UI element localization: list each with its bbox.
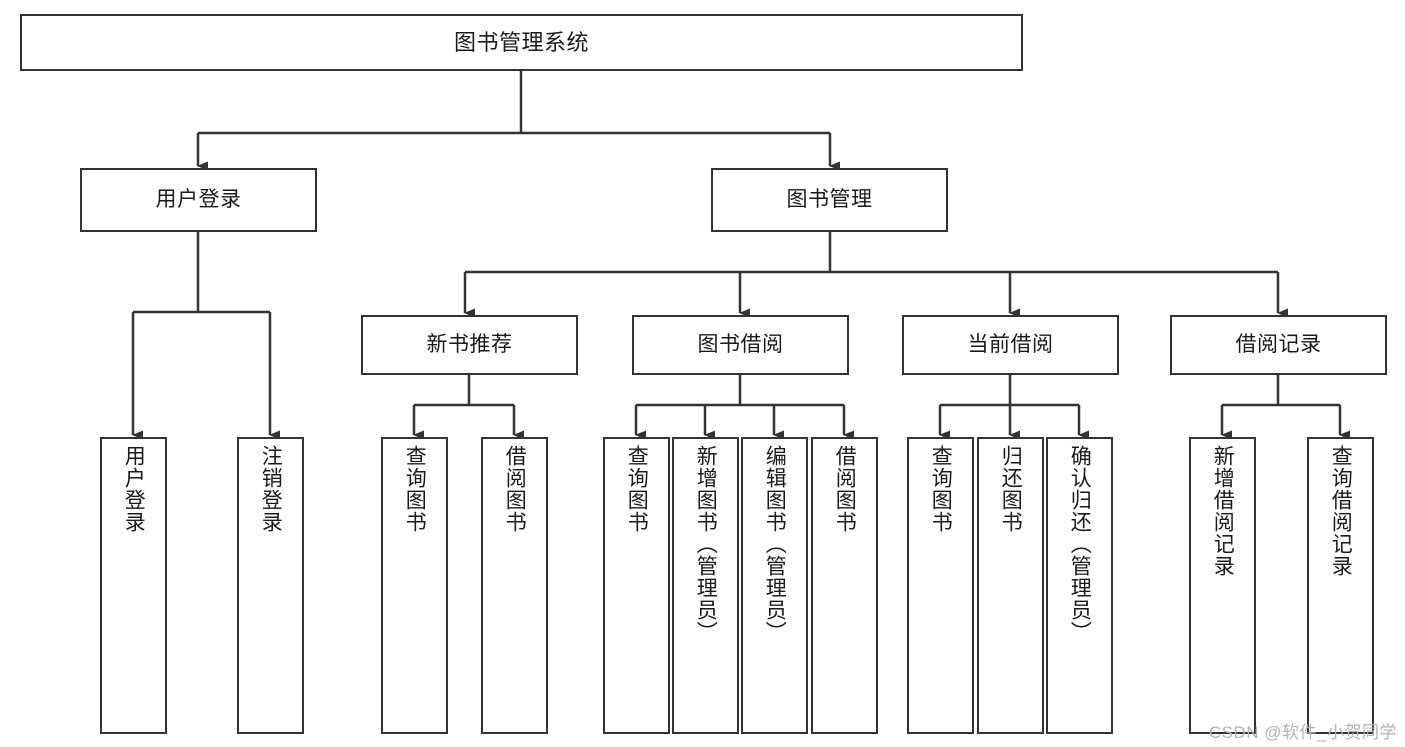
node-label: 查询图书 (929, 445, 953, 533)
node-label: 查询借阅记录 (1329, 445, 1353, 577)
node-leaf-user-login[interactable]: 用户登录 (100, 437, 167, 734)
node-label: 归还图书 (999, 445, 1023, 533)
node-book-borrow[interactable]: 图书借阅 (632, 315, 849, 375)
node-leaf-return-book[interactable]: 归还图书 (977, 437, 1044, 734)
node-leaf-query-record[interactable]: 查询借阅记录 (1307, 437, 1374, 734)
node-leaf-confirm-return[interactable]: 确认归还（管理员） (1046, 437, 1113, 734)
watermark: CSDN @软件_小贺同学 (1208, 723, 1397, 742)
node-leaf-query-book-cur[interactable]: 查询图书 (907, 437, 974, 734)
node-new-book-rec[interactable]: 新书推荐 (361, 315, 578, 375)
node-label: 图书管理 (786, 187, 873, 211)
node-current-borrow[interactable]: 当前借阅 (902, 315, 1119, 375)
node-label: 用户登录 (155, 187, 242, 211)
node-leaf-query-book-borrow[interactable]: 查询图书 (603, 437, 670, 734)
node-label: 借阅图书 (833, 445, 857, 533)
node-leaf-add-book[interactable]: 新增图书（管理员） (672, 437, 739, 734)
node-label: 新增图书（管理员） (694, 445, 718, 643)
node-leaf-query-book-rec[interactable]: 查询图书 (381, 437, 448, 734)
node-book-manage[interactable]: 图书管理 (711, 168, 948, 232)
node-user-login[interactable]: 用户登录 (80, 168, 317, 232)
node-label: 用户登录 (122, 445, 146, 533)
node-root-system[interactable]: 图书管理系统 (20, 14, 1023, 71)
node-label: 查询图书 (403, 445, 427, 533)
node-label: 图书借阅 (697, 332, 784, 356)
node-label: 图书管理系统 (453, 29, 589, 55)
node-label: 查询图书 (625, 445, 649, 533)
node-label: 新书推荐 (426, 332, 513, 356)
node-leaf-borrow-book-rec[interactable]: 借阅图书 (481, 437, 548, 734)
node-label: 注销登录 (259, 445, 283, 533)
node-leaf-borrow-book[interactable]: 借阅图书 (811, 437, 878, 734)
node-leaf-add-record[interactable]: 新增借阅记录 (1189, 437, 1256, 734)
node-label: 确认归还（管理员） (1068, 445, 1092, 643)
node-label: 借阅记录 (1235, 332, 1322, 356)
node-borrow-record[interactable]: 借阅记录 (1170, 315, 1387, 375)
node-label: 当前借阅 (967, 332, 1054, 356)
node-label: 编辑图书（管理员） (763, 445, 787, 643)
node-label: 新增借阅记录 (1211, 445, 1235, 577)
node-leaf-edit-book[interactable]: 编辑图书（管理员） (741, 437, 808, 734)
node-label: 借阅图书 (503, 445, 527, 533)
node-leaf-logout[interactable]: 注销登录 (237, 437, 304, 734)
